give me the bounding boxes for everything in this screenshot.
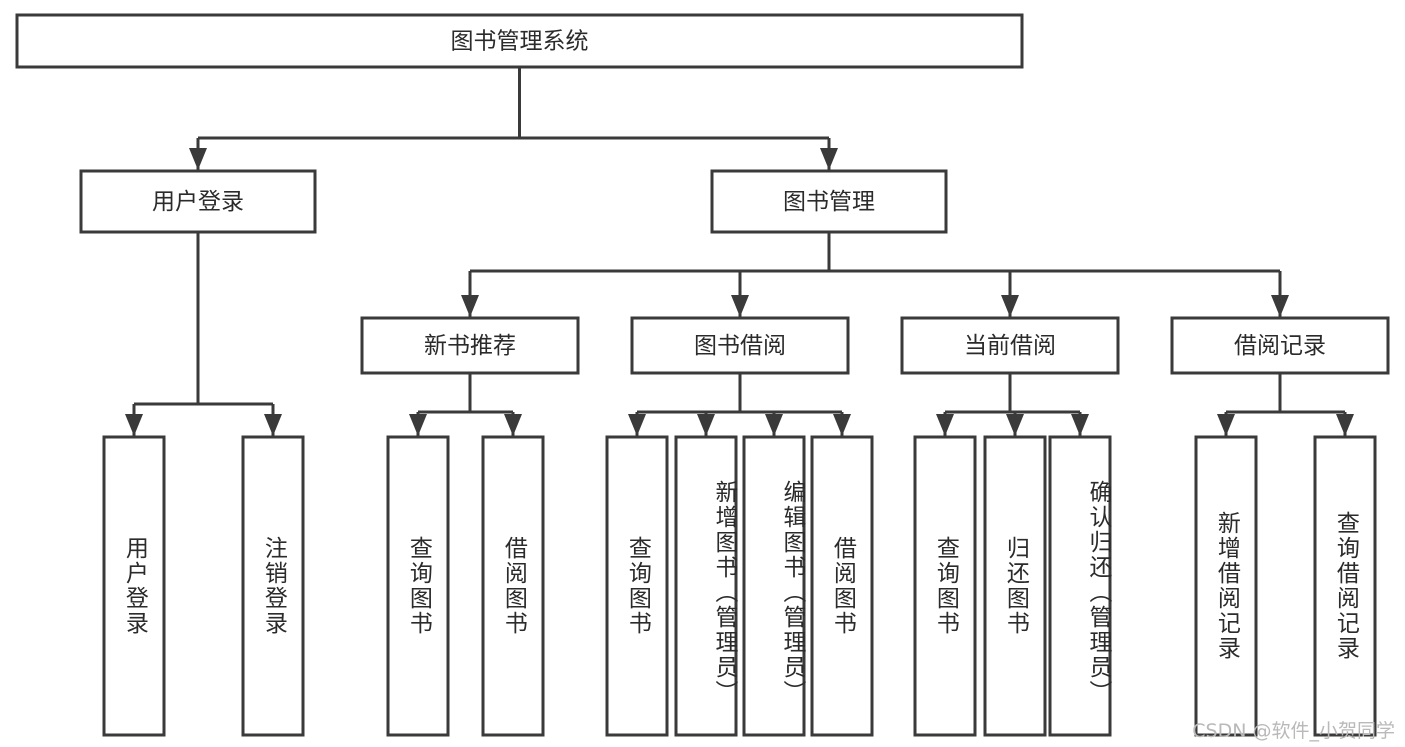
node-box-leaf-2[interactable] [386,435,450,737]
node-box-leaf-9[interactable] [983,435,1047,737]
arrow-head-icon [409,414,427,436]
node-label-level2-0: 用户登录 [152,189,244,215]
node-box-level3-2[interactable] [900,316,1120,375]
arrow-head-icon [189,148,207,170]
arrow-head-icon [1001,295,1019,317]
node-box-leaf-7[interactable] [810,435,874,737]
node-box-leaf-1[interactable] [241,435,305,737]
node-label-root: 图书管理系统 [451,29,589,55]
arrow-head-icon [731,295,749,317]
node-label-level3-1: 图书借阅 [694,333,786,359]
node-box-leaf-8[interactable] [913,435,977,737]
node-box-leaf-11[interactable] [1194,435,1258,737]
arrow-head-icon [628,414,646,436]
arrow-head-icon [264,414,282,436]
node-box-leaf-12[interactable] [1313,435,1377,737]
arrow-head-icon [125,414,143,436]
arrow-head-icon [1336,414,1354,436]
node-box-leaf-5[interactable] [674,435,738,737]
node-box-leaf-6[interactable] [742,435,806,737]
arrow-head-icon [1006,414,1024,436]
arrow-head-icon [833,414,851,436]
arrow-head-icon [461,295,479,317]
node-box-leaf-0[interactable] [102,435,166,737]
arrow-head-icon [765,414,783,436]
arrow-head-icon [1071,414,1089,436]
node-box-leaf-3[interactable] [481,435,545,737]
node-box-leaf-4[interactable] [605,435,669,737]
node-box-level3-1[interactable] [630,316,850,375]
node-box-level3-3[interactable] [1170,316,1390,375]
node-label-level3-2: 当前借阅 [964,333,1056,359]
node-box-level2-0[interactable] [79,169,317,234]
node-box-level3-0[interactable] [360,316,580,375]
arrow-head-icon [1271,295,1289,317]
arrow-head-icon [820,148,838,170]
node-box-level2-1[interactable] [710,169,948,234]
connector-lines [125,67,1354,436]
node-box-root[interactable] [15,13,1024,69]
node-box-leaf-10[interactable] [1048,435,1112,737]
arrow-head-icon [936,414,954,436]
arrow-head-icon [504,414,522,436]
node-label-level3-0: 新书推荐 [424,333,516,359]
arrow-head-icon [1217,414,1235,436]
node-label-level2-1: 图书管理 [783,189,875,215]
arrow-head-icon [697,414,715,436]
node-label-level3-3: 借阅记录 [1234,333,1326,359]
